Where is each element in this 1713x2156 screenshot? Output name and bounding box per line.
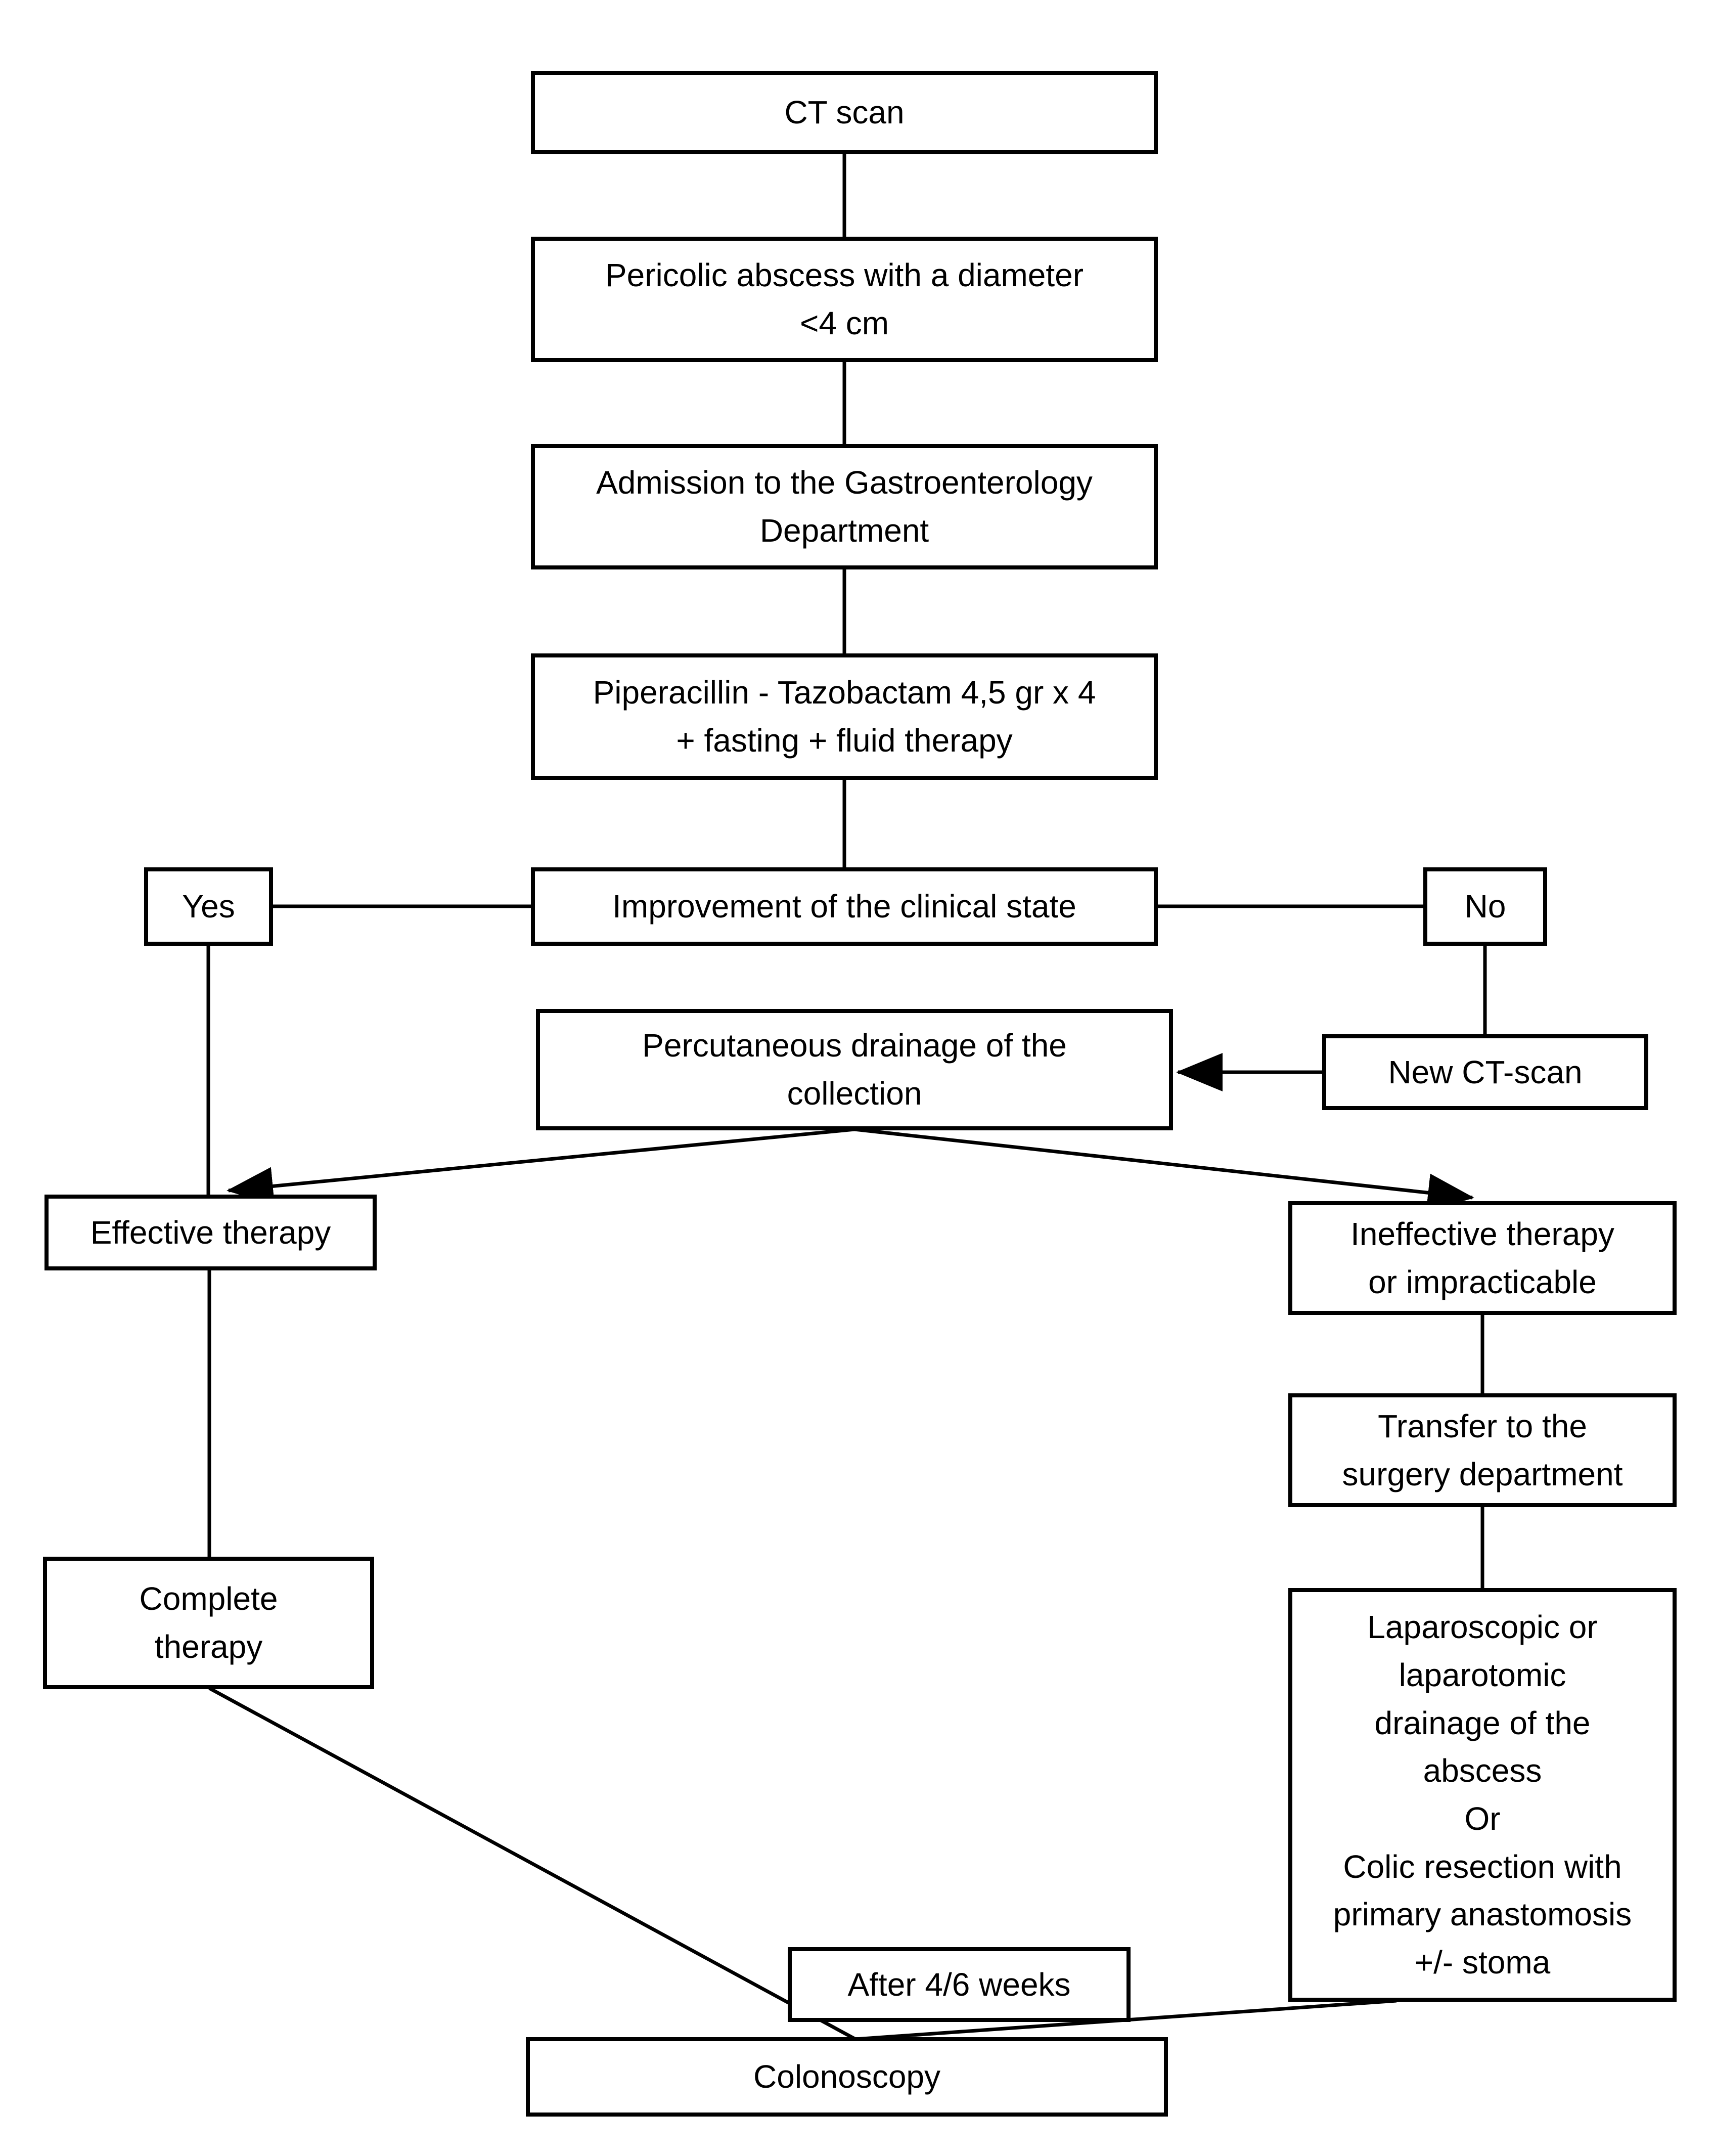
node-ineffective-therapy: Ineffective therapy or impracticable (1288, 1201, 1677, 1315)
node-percutaneous-drainage: Percutaneous drainage of the collection (536, 1009, 1173, 1130)
node-admission-gastroenterology: Admission to the Gastroenterology Depart… (531, 444, 1158, 569)
edge-percutaneous-to-effective (227, 1127, 855, 1206)
node-complete-therapy: Complete therapy (43, 1557, 374, 1689)
node-surgical-treatment: Laparoscopic or laparotomic drainage of … (1288, 1588, 1677, 2002)
node-yes: Yes (144, 867, 273, 946)
node-pericolic-abscess: Pericolic abscess with a diameter <4 cm (531, 237, 1158, 362)
node-effective-therapy: Effective therapy (44, 1195, 377, 1270)
node-no: No (1423, 867, 1547, 946)
node-new-ct-scan: New CT-scan (1322, 1034, 1648, 1110)
edge-percutaneous-to-ineffective (854, 1127, 1474, 1212)
node-colonoscopy: Colonoscopy (526, 2037, 1168, 2117)
node-ct-scan: CT scan (531, 71, 1158, 154)
node-antibiotic-therapy: Piperacillin - Tazobactam 4,5 gr x 4 + f… (531, 653, 1158, 780)
node-transfer-surgery-department: Transfer to the surgery department (1288, 1393, 1677, 1507)
edge-complete-to-colonoscopy (208, 1686, 856, 2041)
node-improvement-clinical-state: Improvement of the clinical state (531, 867, 1158, 946)
node-after-4-6-weeks: After 4/6 weeks (788, 1947, 1131, 2022)
